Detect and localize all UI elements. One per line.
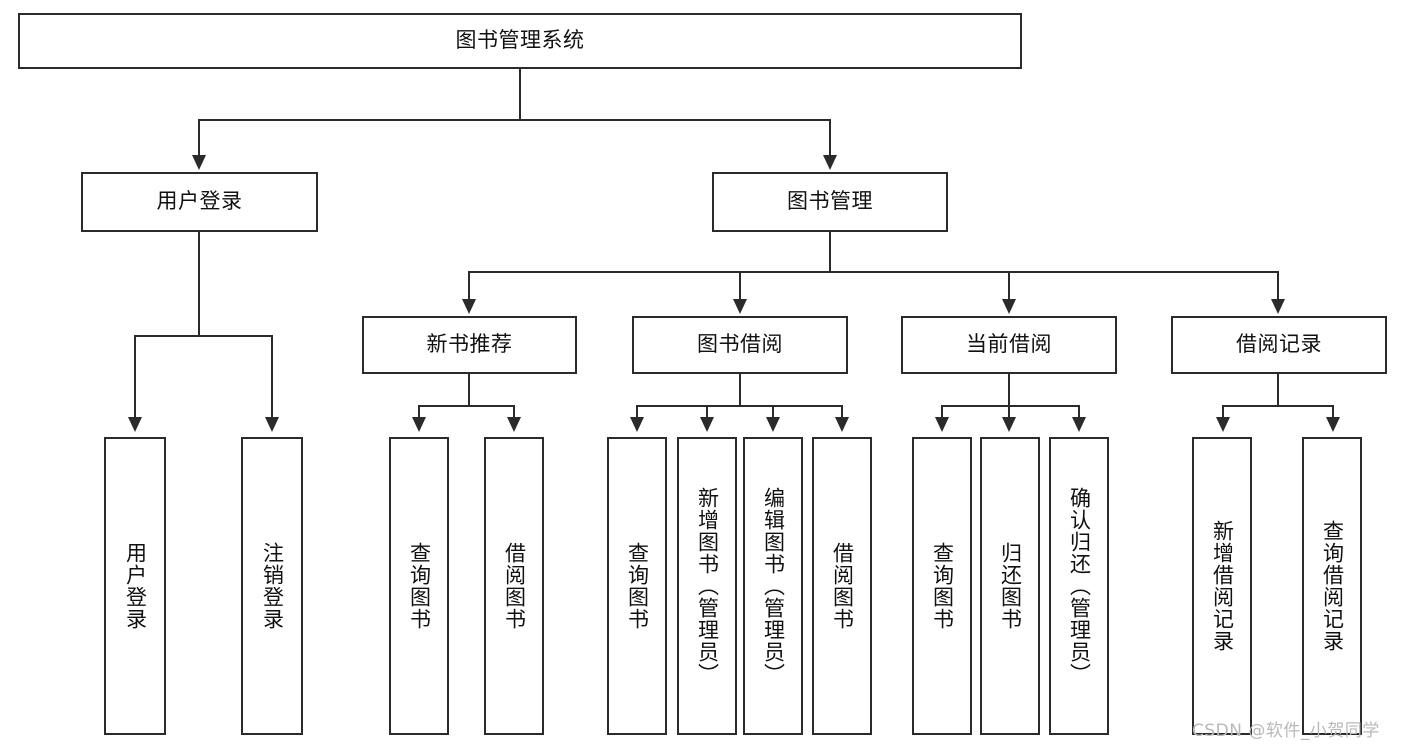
node-current-borrow[interactable]: 当前借阅: [901, 316, 1117, 374]
edge-root-to-user-login: [198, 119, 200, 157]
leaf-book-borrow-edit-book-admin[interactable]: 编辑图书（管理员）: [743, 437, 803, 735]
leaf-book-borrow-add-book-admin[interactable]: 新增图书（管理员）: [677, 437, 737, 735]
arrowhead-bm-to-borrow-record: [1271, 299, 1285, 314]
arrowhead-current-borrow-leaf-1: [1002, 417, 1016, 432]
node-label: 归还图书: [998, 542, 1023, 630]
node-label: 用户登录: [123, 542, 148, 630]
edge-root-branch-bar: [198, 119, 831, 121]
node-user-login[interactable]: 用户登录: [81, 172, 318, 232]
leaf-user-login-login[interactable]: 用户登录: [104, 437, 166, 735]
edge-user-login-branch-bar: [134, 335, 273, 337]
arrowhead-bm-to-current-borrow: [1002, 299, 1016, 314]
edge-new-book-to-leaf-0: [418, 405, 420, 419]
edge-book-borrow-to-leaf-1: [706, 405, 708, 419]
node-label: 查询图书: [625, 542, 650, 630]
node-label: 注销登录: [260, 542, 285, 630]
edge-borrow-record-to-leaf-1: [1332, 405, 1334, 419]
edge-current-borrow-branch-bar: [941, 405, 1080, 407]
leaf-book-borrow-query-books[interactable]: 查询图书: [607, 437, 667, 735]
leaf-borrow-record-query-record[interactable]: 查询借阅记录: [1302, 437, 1362, 735]
node-label: 新增借阅记录: [1210, 520, 1235, 652]
arrowhead-book-borrow-leaf-2: [766, 417, 780, 432]
edge-borrow-record-stem: [1277, 374, 1279, 406]
arrowhead-book-borrow-leaf-1: [700, 417, 714, 432]
arrowhead-bm-to-new-book: [462, 299, 476, 314]
arrowhead-root-to-book-management: [823, 155, 837, 170]
arrowhead-user-login-leaf-1: [265, 417, 279, 432]
arrowhead-current-borrow-leaf-0: [935, 417, 949, 432]
edge-new-book-branch-bar: [418, 405, 515, 407]
leaf-current-borrow-query-books[interactable]: 查询图书: [912, 437, 972, 735]
edge-new-book-to-leaf-1: [513, 405, 515, 419]
watermark-text: CSDN @软件_小贺同学: [1192, 721, 1380, 741]
node-label: 新书推荐: [426, 332, 513, 357]
edge-bm-to-borrow-record: [1277, 271, 1279, 301]
node-book-borrow[interactable]: 图书借阅: [632, 316, 848, 374]
node-label: 借阅图书: [830, 542, 855, 630]
edge-new-book-stem: [468, 374, 470, 406]
edge-borrow-record-to-leaf-0: [1222, 405, 1224, 419]
edge-book-management-branch-bar: [468, 271, 1279, 273]
leaf-borrow-record-add-record[interactable]: 新增借阅记录: [1192, 437, 1252, 735]
edge-current-borrow-to-leaf-0: [941, 405, 943, 419]
edge-user-login-stem: [198, 232, 200, 336]
node-label: 用户登录: [156, 189, 243, 214]
edge-book-borrow-stem: [739, 374, 741, 406]
node-label: 查询图书: [407, 542, 432, 630]
edge-borrow-record-branch-bar: [1222, 405, 1334, 407]
edge-book-borrow-to-leaf-2: [772, 405, 774, 419]
node-borrow-record[interactable]: 借阅记录: [1171, 316, 1387, 374]
node-label: 图书管理: [787, 189, 873, 214]
leaf-new-book-borrow-books[interactable]: 借阅图书: [484, 437, 544, 735]
arrowhead-book-borrow-leaf-3: [835, 417, 849, 432]
node-label: 图书管理系统: [455, 28, 585, 53]
arrowhead-root-to-user-login: [192, 155, 206, 170]
leaf-book-borrow-borrow-books[interactable]: 借阅图书: [812, 437, 872, 735]
watermark-csdn: CSDN @软件_小贺同学: [1192, 716, 1380, 741]
node-root-book-management-system[interactable]: 图书管理系统: [18, 13, 1022, 69]
arrowhead-borrow-record-leaf-0: [1216, 417, 1230, 432]
leaf-current-borrow-confirm-return-admin[interactable]: 确认归还（管理员）: [1049, 437, 1109, 735]
node-new-book-recommend[interactable]: 新书推荐: [362, 316, 577, 374]
leaf-user-login-logout[interactable]: 注销登录: [241, 437, 303, 735]
edge-bm-to-book-borrow: [739, 271, 741, 301]
arrowhead-new-book-leaf-0: [412, 417, 426, 432]
node-label: 新增图书（管理员）: [695, 487, 720, 685]
node-label: 查询借阅记录: [1320, 520, 1345, 652]
node-book-management[interactable]: 图书管理: [712, 172, 948, 232]
node-label: 借阅图书: [502, 542, 527, 630]
edge-user-login-to-leaf-0: [134, 335, 136, 419]
edge-user-login-to-leaf-1: [271, 335, 273, 419]
node-label: 借阅记录: [1236, 332, 1322, 357]
arrowhead-bm-to-book-borrow: [733, 299, 747, 314]
edge-bm-to-new-book: [468, 271, 470, 301]
node-label: 确认归还（管理员）: [1067, 487, 1092, 685]
node-label: 图书借阅: [697, 332, 783, 357]
arrowhead-user-login-leaf-0: [128, 417, 142, 432]
arrowhead-new-book-leaf-1: [507, 417, 521, 432]
arrowhead-current-borrow-leaf-2: [1072, 417, 1086, 432]
edge-current-borrow-to-leaf-1: [1008, 405, 1010, 419]
edge-root-to-book-management: [829, 119, 831, 157]
node-label: 编辑图书（管理员）: [761, 487, 786, 685]
edge-bm-to-current-borrow: [1008, 271, 1010, 301]
leaf-new-book-query-books[interactable]: 查询图书: [389, 437, 449, 735]
node-label: 当前借阅: [966, 332, 1052, 357]
leaf-current-borrow-return-books[interactable]: 归还图书: [980, 437, 1040, 735]
node-label: 查询图书: [930, 542, 955, 630]
edge-book-borrow-to-leaf-3: [841, 405, 843, 419]
arrowhead-borrow-record-leaf-1: [1326, 417, 1340, 432]
edge-current-borrow-stem: [1008, 374, 1010, 406]
edge-book-management-stem: [829, 232, 831, 272]
edge-root-stem: [519, 69, 521, 120]
edge-book-borrow-to-leaf-0: [636, 405, 638, 419]
edge-book-borrow-branch-bar: [636, 405, 843, 407]
edge-current-borrow-to-leaf-2: [1078, 405, 1080, 419]
arrowhead-book-borrow-leaf-0: [630, 417, 644, 432]
